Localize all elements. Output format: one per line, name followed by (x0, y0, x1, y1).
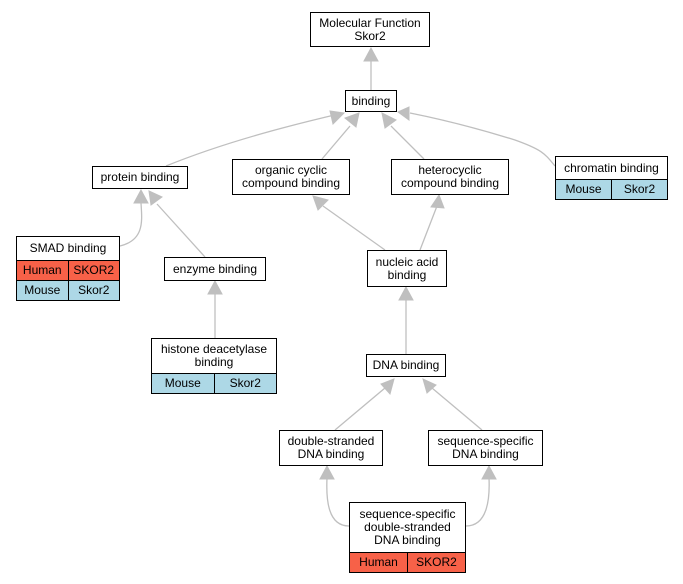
node-label: Molecular Function Skor2 (319, 15, 421, 43)
arrowhead-icon (148, 190, 163, 206)
node-label: SMAD binding (29, 241, 107, 255)
node-label: sequence-specific double-stranded DNA bi… (359, 507, 456, 547)
node-ds-dna-binding[interactable]: double-stranded DNA binding (279, 430, 383, 466)
arrowhead-icon (343, 112, 360, 128)
arrowhead-icon (380, 378, 395, 396)
node-label: binding (351, 93, 391, 108)
gene-cell: Skor2 (67, 281, 120, 300)
arrowhead-icon (207, 279, 223, 295)
node-label: chromatin binding (564, 160, 659, 175)
arrowhead-icon (398, 285, 414, 301)
annotation-row: Human SKOR2 (17, 260, 119, 280)
node-label: DNA binding (372, 358, 440, 372)
species-cell: Mouse (565, 182, 602, 196)
edge-smad-binding-to-protein-binding (119, 202, 143, 247)
arrowhead-icon (319, 464, 335, 480)
node-binding[interactable]: binding (345, 90, 397, 112)
species-cell: Mouse (24, 283, 61, 297)
edge-nucleic-acid-binding-to-organic-cyclic (322, 205, 386, 251)
gene-cell: SKOR2 (67, 261, 120, 280)
gene-cell: SKOR2 (407, 553, 465, 572)
node-nucleic-acid-binding[interactable]: nucleic acid binding (367, 250, 447, 287)
arrowhead-icon (363, 46, 379, 62)
edge-protein-binding-to-binding (165, 112, 344, 167)
arrowhead-icon (422, 378, 437, 394)
species-cell: Human (22, 263, 62, 277)
edge-organic-cyclic-to-binding (321, 125, 351, 160)
arrowhead-icon (312, 195, 329, 211)
species-cell: Mouse (164, 376, 201, 390)
node-label: double-stranded DNA binding (287, 434, 375, 461)
edge-heterocyclic-to-binding (390, 125, 425, 160)
node-dna-binding[interactable]: DNA binding (366, 354, 446, 377)
edge-ss-ds-dna-binding-to-ss-dna-binding (465, 477, 490, 527)
annotation-row: Mouse Skor2 (152, 373, 276, 393)
edge-chromatin-binding-to-binding (409, 112, 556, 167)
edge-ss-ds-dna-binding-to-ds-dna-binding (326, 477, 350, 527)
node-label: sequence-specific DNA binding (437, 434, 534, 461)
gene-cell: Skor2 (611, 180, 667, 199)
node-label: organic cyclic compound binding (241, 163, 341, 190)
node-ss-ds-dna-binding[interactable]: sequence-specific double-stranded DNA bi… (349, 502, 466, 573)
edge-ss-dna-binding-to-dna-binding (431, 387, 483, 431)
arrowhead-icon (397, 106, 410, 121)
node-label: enzyme binding (172, 261, 258, 276)
edge-ds-dna-binding-to-dna-binding (334, 387, 386, 431)
node-enzyme-binding[interactable]: enzyme binding (164, 257, 266, 281)
arrowhead-icon (481, 464, 497, 480)
node-molecular-function[interactable]: Molecular Function Skor2 (310, 12, 430, 47)
edge-nucleic-acid-binding-to-heterocyclic (419, 205, 438, 251)
node-label: nucleic acid binding (375, 254, 439, 282)
annotation-row: Human SKOR2 (350, 552, 465, 572)
arrowhead-icon (381, 112, 397, 129)
arrowhead-icon (329, 110, 346, 125)
node-ss-dna-binding[interactable]: sequence-specific DNA binding (428, 430, 543, 466)
node-label: protein binding (100, 170, 180, 184)
node-label: heterocyclic compound binding (400, 163, 500, 190)
species-cell: Human (359, 555, 398, 569)
annotation-row: Mouse Skor2 (556, 179, 667, 199)
node-protein-binding[interactable]: protein binding (92, 166, 188, 189)
arrowhead-icon (430, 193, 445, 209)
node-label: histone deacetylase binding (160, 342, 268, 369)
node-heterocyclic[interactable]: heterocyclic compound binding (391, 159, 509, 195)
arrowhead-icon (133, 188, 149, 204)
node-organic-cyclic[interactable]: organic cyclic compound binding (232, 159, 350, 195)
edge-enzyme-binding-to-protein-binding (156, 203, 206, 258)
gene-cell: Skor2 (213, 374, 277, 393)
annotation-row: Mouse Skor2 (17, 280, 119, 300)
